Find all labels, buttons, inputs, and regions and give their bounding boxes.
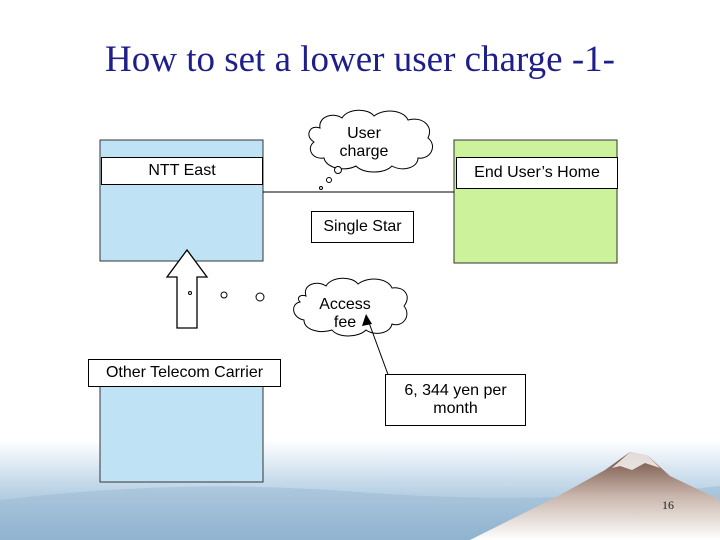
other-carrier-label: Other Telecom Carrier	[88, 359, 281, 387]
end-user-home-label: End User’s Home	[456, 157, 618, 189]
page-number: 16	[662, 498, 674, 512]
pointer-line	[367, 319, 391, 381]
single-star-label: Single Star	[311, 211, 414, 243]
ntt-east-label: NTT East	[101, 157, 263, 185]
up-arrow-icon	[165, 248, 209, 329]
mountain-snowcap	[612, 452, 660, 470]
thought-bubble-icon	[188, 291, 192, 295]
slide-title: How to set a lower user charge -1-	[105, 39, 615, 80]
user-charge-text: User charge	[339, 125, 389, 160]
thought-bubble-icon	[255, 292, 265, 302]
mountain-logo	[470, 452, 720, 540]
user-charge-cloud	[308, 109, 433, 173]
thought-bubble-icon	[220, 291, 228, 299]
fee-note-box: 6, 344 yen per month	[385, 374, 526, 426]
thought-bubble-icon	[319, 186, 323, 190]
thought-bubble-icon	[334, 166, 342, 174]
thought-bubble-icon	[326, 177, 332, 183]
pointer-arrowhead-icon	[362, 314, 372, 326]
access-fee-text: Access fee	[319, 296, 371, 331]
access-fee-cloud	[293, 277, 408, 337]
